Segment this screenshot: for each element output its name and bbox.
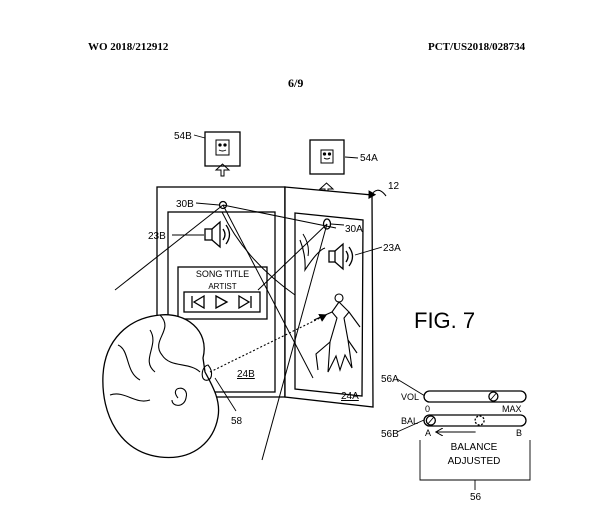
transport-buttons-frame bbox=[183, 291, 261, 313]
volume-slider[interactable] bbox=[423, 390, 527, 403]
bal-b-label: B bbox=[516, 428, 522, 438]
display-a-icon-box bbox=[309, 139, 345, 196]
bal-a-label: A bbox=[425, 428, 431, 438]
screen-a-decoration bbox=[299, 239, 326, 273]
ref-54a: 54A bbox=[360, 153, 378, 164]
next-icon[interactable] bbox=[238, 294, 252, 310]
figure-title: FIG. 7 bbox=[414, 308, 475, 333]
user-head bbox=[102, 314, 220, 459]
ref-58: 58 bbox=[231, 416, 243, 427]
caption-line-1: BALANCE bbox=[451, 442, 498, 453]
sheet-number: 6/9 bbox=[288, 76, 304, 90]
speaker-b-icon bbox=[204, 220, 231, 249]
song-title: SONG TITLE bbox=[196, 269, 249, 279]
previous-icon[interactable] bbox=[191, 294, 205, 310]
play-icon[interactable] bbox=[215, 294, 229, 310]
volume-thumb-hatch bbox=[490, 392, 497, 401]
ref-23b: 23B bbox=[148, 231, 166, 242]
publication-number: WO 2018/212912 bbox=[88, 41, 169, 53]
ref-56: 56 bbox=[470, 492, 482, 503]
ref-30b: 30B bbox=[176, 199, 194, 210]
system-ref-arrow bbox=[368, 189, 387, 199]
balance-thumb-previous bbox=[474, 415, 485, 426]
artist-name: ARTIST bbox=[208, 282, 236, 291]
gaze-arrow bbox=[209, 313, 327, 373]
sensing-lines bbox=[114, 204, 337, 461]
leader-lines bbox=[172, 134, 426, 433]
ref-24b: 24B bbox=[237, 369, 255, 380]
ref-54b: 54B bbox=[174, 131, 192, 142]
ref-56b: 56B bbox=[381, 429, 399, 440]
media-player-widget bbox=[177, 266, 268, 320]
balance-thumb-hatch bbox=[427, 416, 435, 425]
dancer-image bbox=[313, 293, 361, 373]
vol-label: VOL bbox=[401, 392, 419, 402]
display-b-icon-box bbox=[204, 131, 241, 177]
vol-min-label: 0 bbox=[425, 404, 430, 414]
speaker-a-icon bbox=[328, 242, 354, 271]
bal-label: BAL bbox=[401, 416, 418, 426]
ref-30a: 30A bbox=[345, 224, 363, 235]
vol-max-label: MAX bbox=[502, 404, 522, 414]
ref-24a: 24A bbox=[341, 391, 359, 402]
caption-line-2: ADJUSTED bbox=[448, 456, 501, 467]
balance-slider[interactable] bbox=[423, 414, 527, 427]
ref-56a: 56A bbox=[381, 374, 399, 385]
application-number: PCT/US2018/028734 bbox=[428, 41, 526, 53]
screen-a-moon-arc bbox=[302, 233, 309, 257]
ref-23a: 23A bbox=[383, 243, 401, 254]
ref-12: 12 bbox=[388, 181, 400, 192]
